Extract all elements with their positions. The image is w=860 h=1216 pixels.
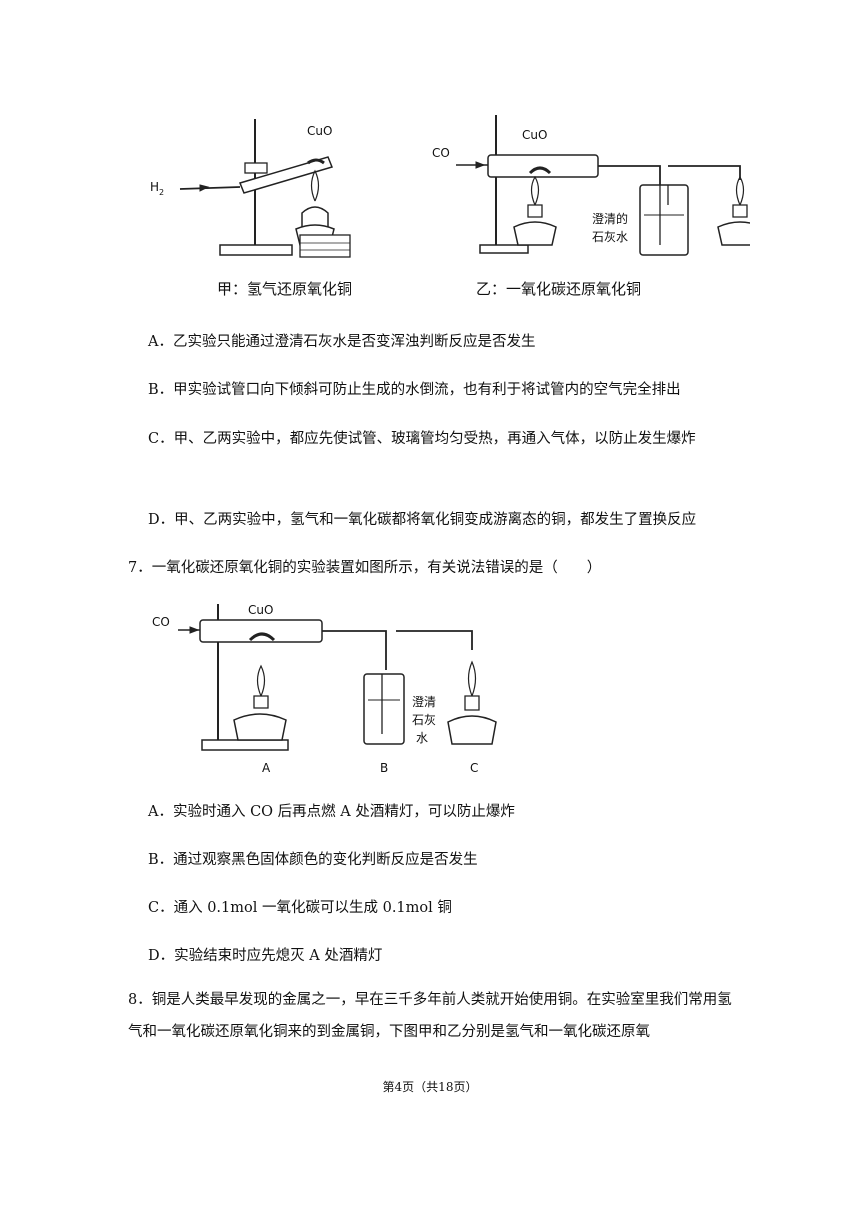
q6-option-d: D．甲、乙两实验中，氢气和一氧化碳都将氧化铜变成游离态的铜，都发生了置换反应 [148, 512, 697, 528]
label-c: C [470, 761, 478, 775]
label-cuo-right: CuO [522, 128, 547, 142]
label-limewater-2: 石灰水 [592, 230, 628, 244]
stand-base [219, 244, 293, 256]
q7-option-c: C．通入 0.1mol 一氧化碳可以生成 0.1mol 铜 [148, 900, 452, 916]
label-cuo-2: CuO [248, 603, 273, 617]
caption-right: 乙：一氧化碳还原氧化铜 [476, 280, 642, 298]
q7-option-b: B．通过观察黑色固体颜色的变化判断反应是否发生 [148, 852, 478, 868]
q7-stem: 7．一氧化碳还原氧化铜的实验装置如图所示，有关说法错误的是（ ） [128, 560, 602, 576]
q7-option-a: A．实验时通入 CO 后再点燃 A 处酒精灯，可以防止爆炸 [148, 804, 515, 820]
wood-block [299, 234, 351, 258]
label-co-2: CO [152, 615, 170, 629]
figure-co-reduction: CO CuO 澄清 石灰 水 A B C [150, 600, 530, 780]
label-h2: H2 [150, 180, 164, 197]
label-cuo-left: CuO [307, 124, 332, 138]
q7-option-d: D．实验结束时应先熄灭 A 处酒精灯 [148, 948, 383, 964]
label-b: B [380, 761, 388, 775]
stand-base-2 [479, 244, 529, 254]
label-limewater-1: 澄清的 [592, 211, 628, 226]
figure-h2-co-reduction: CuO H2 CO CuO 澄清的 石灰水 [140, 105, 763, 305]
q6-option-a: A．乙实验只能通过澄清石灰水是否变浑浊判断反应是否发生 [148, 334, 536, 350]
caption-left: 甲：氢气还原氧化铜 [217, 280, 353, 298]
limewater-bottle [639, 184, 689, 256]
label-a: A [262, 761, 271, 775]
apparatus-diagram-2: CO CuO 澄清 石灰 水 A B C [152, 603, 497, 775]
page-footer: 第4页（共18页） [382, 1080, 478, 1094]
label-limewater-b: 石灰 [412, 713, 436, 727]
label-limewater-a: 澄清 [412, 694, 436, 709]
glass-tube [487, 154, 599, 178]
apparatus-diagram-1: CuO H2 CO CuO 澄清的 石灰水 [150, 115, 763, 258]
label-limewater-c: 水 [416, 731, 428, 745]
q6-option-c: C．甲、乙两实验中，都应先使试管、玻璃管均匀受热，再通入气体，以防止发生爆炸 [148, 431, 696, 447]
q6-option-b: B．甲实验试管口向下倾斜可防止生成的水倒流，也有利于将试管内的空气完全排出 [148, 382, 681, 398]
q8-stem: 8．铜是人类最早发现的金属之一，早在三千多年前人类就开始使用铜。在实验室里我们常… [128, 992, 732, 1040]
test-tube [238, 156, 334, 194]
label-co: CO [432, 146, 450, 160]
